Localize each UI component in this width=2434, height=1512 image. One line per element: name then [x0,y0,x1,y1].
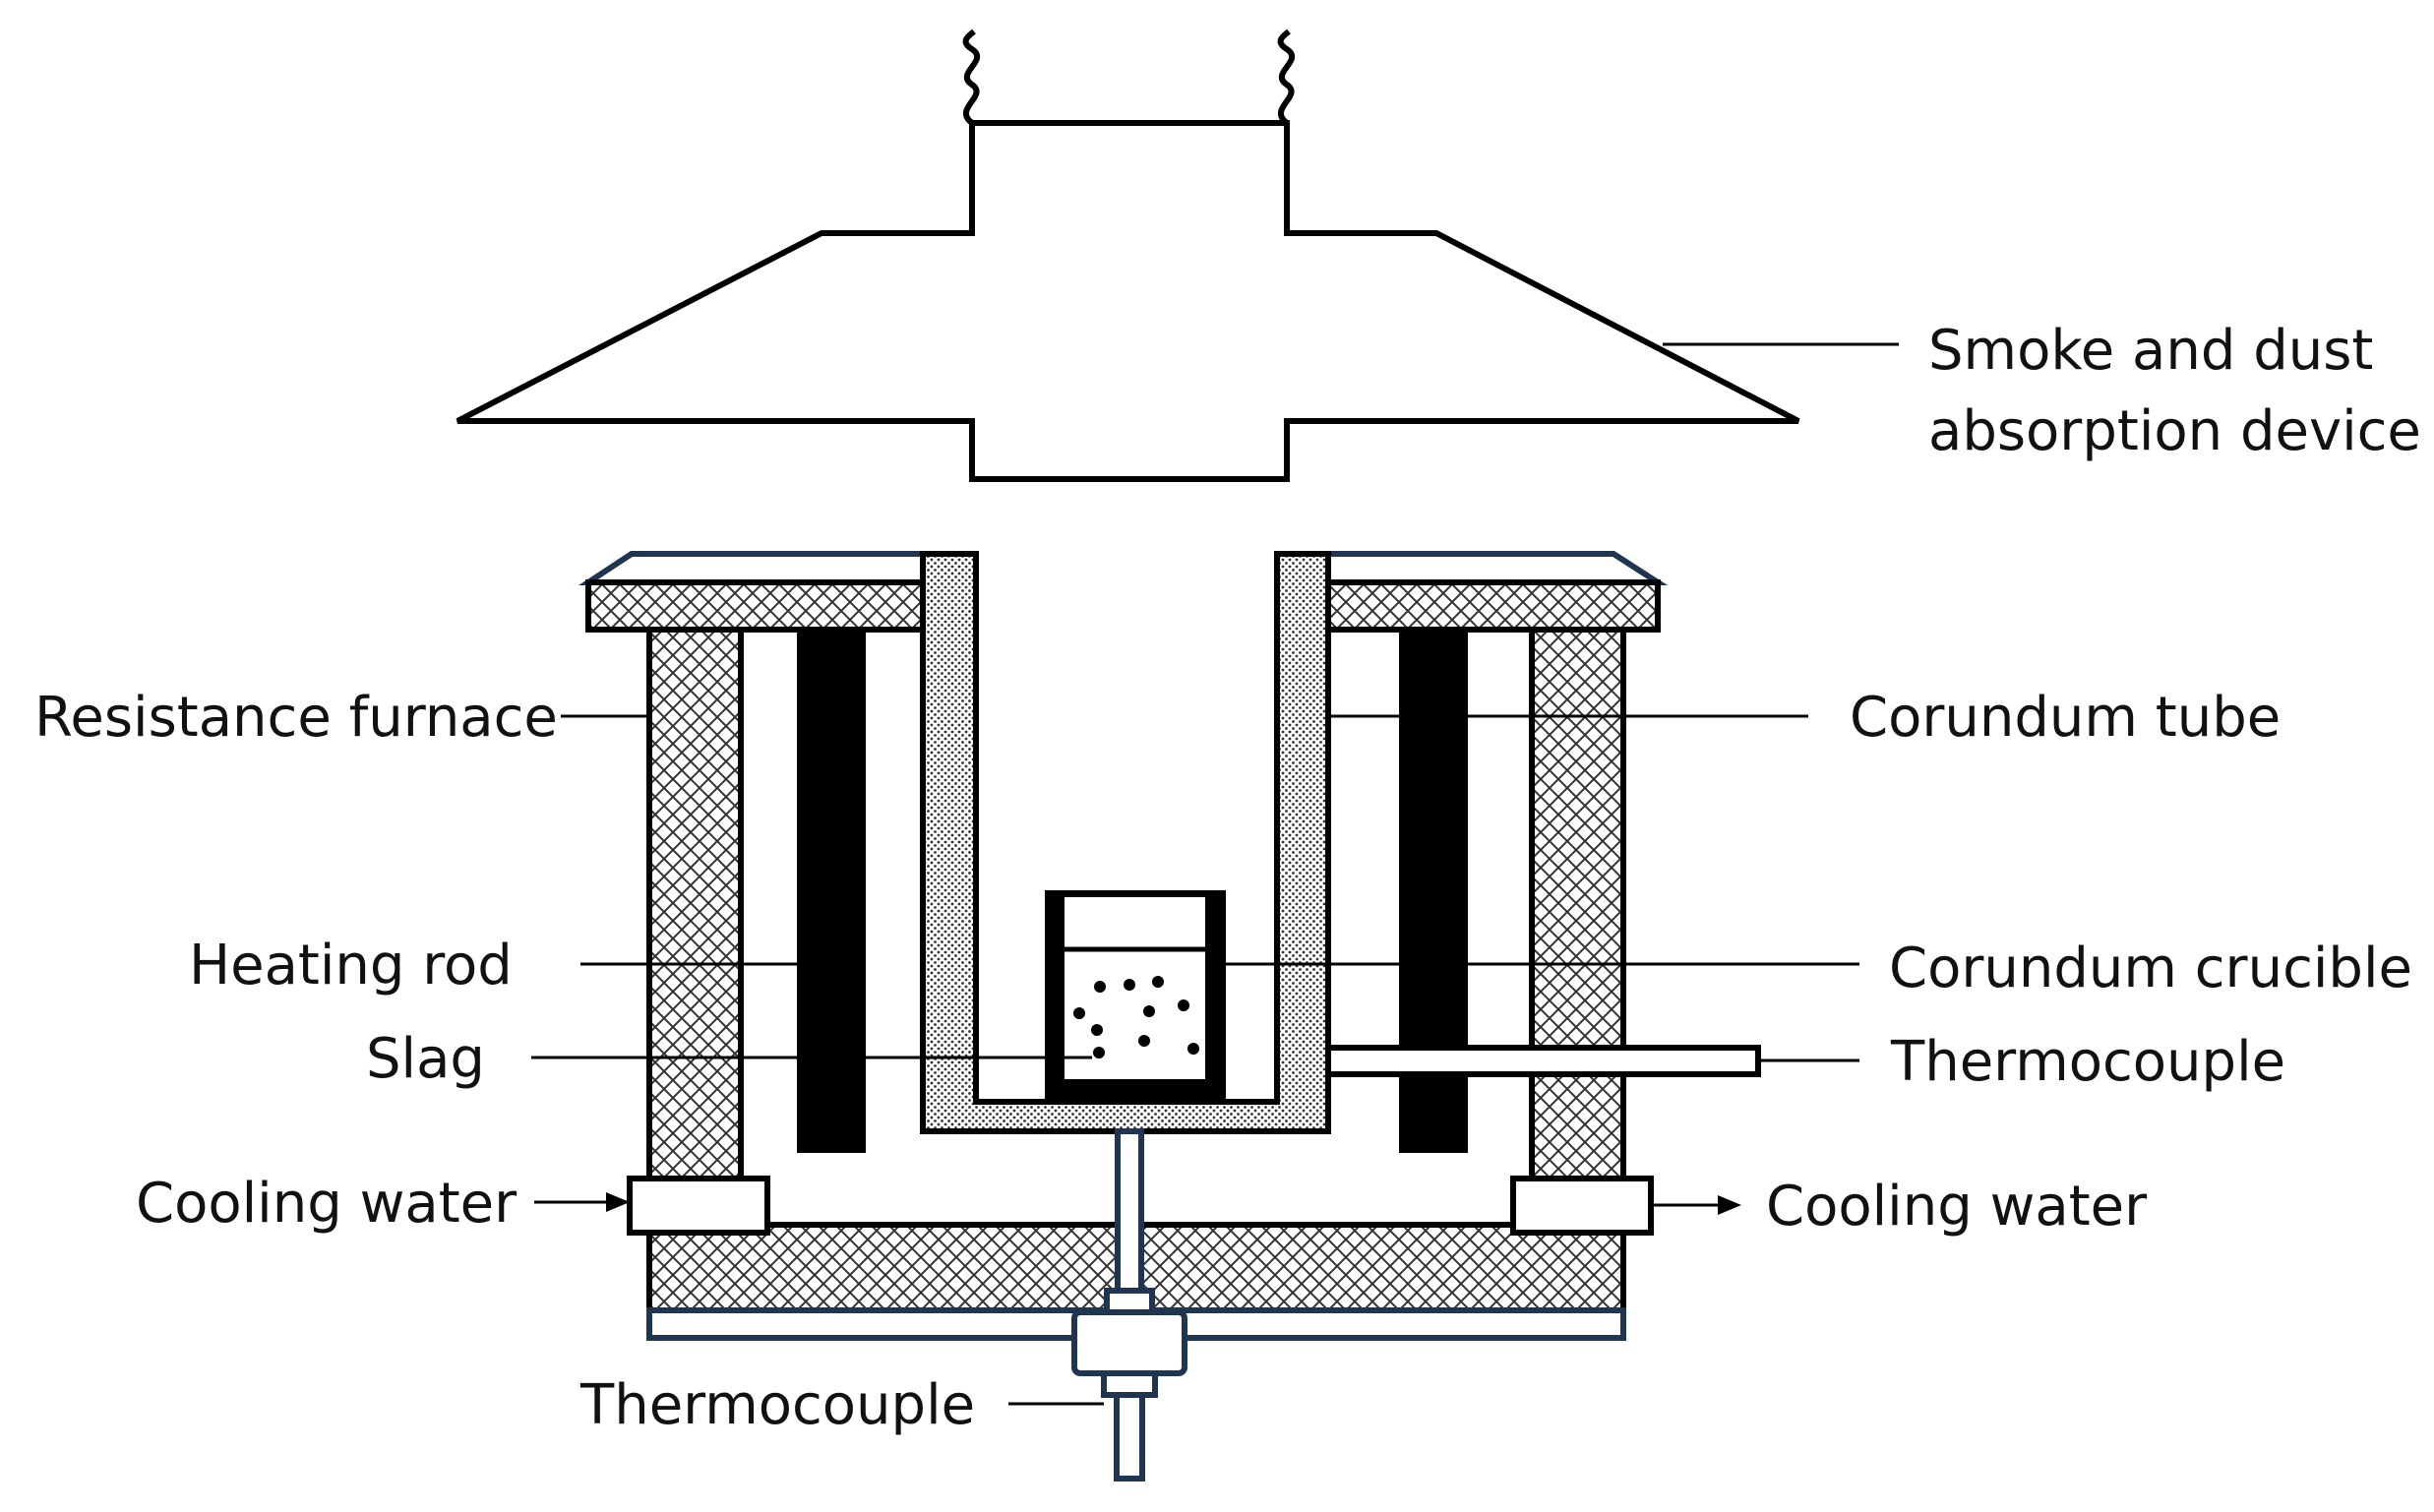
leader-lines [531,342,1899,1406]
label-corundum-crucible: Corundum crucible [1889,937,2412,1000]
exhaust-squiggle-left [962,29,981,126]
label-cooling-water-out: Cooling water [1766,1175,2148,1239]
cooling-water-arrows [534,1192,1741,1215]
smoke-dust-absorption-hood [456,29,1800,482]
cooling-water-inlet-fitting [627,1176,770,1236]
label-corundum-tube: Corundum tube [1850,686,2281,750]
furnace-lid-top [578,551,926,585]
exhaust-squiggle-right [1277,29,1296,126]
label-slag: Slag [366,1027,485,1091]
label-thermocouple-bottom: Thermocouple [579,1373,975,1437]
label-heating-rod: Heating rod [189,934,513,998]
label-resistance-furnace: Resistance furnace [34,686,558,750]
furnace-lid-top-right [1325,551,1669,585]
corundum-crucible [1045,890,1226,1102]
corundum-tube [920,551,1331,1134]
thermocouple-side-probe [1325,1045,1761,1077]
thermocouple-bottom-probe [1071,1128,1187,1482]
arrow-out-icon [1718,1195,1741,1215]
label-smoke-dust-line1: Smoke and dust [1928,319,2373,383]
arrow-in-icon [606,1192,630,1212]
label-thermocouple-side: Thermocouple [1890,1030,2285,1094]
label-cooling-water-in: Cooling water [136,1172,517,1236]
heating-rod-left [797,630,866,1153]
cooling-water-outlet-fitting [1510,1176,1654,1236]
label-smoke-dust-line2: absorption device [1928,399,2421,463]
slag-particles [1073,976,1199,1058]
